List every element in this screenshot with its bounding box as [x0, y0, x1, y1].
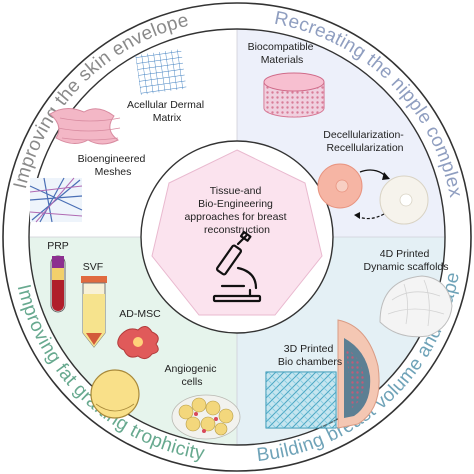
return-arrowhead-icon — [354, 212, 360, 219]
breast-implant-icon — [337, 319, 380, 429]
bioengineered-mesh-icon — [49, 108, 121, 145]
svf-tube-icon — [81, 276, 107, 348]
svf-label: SVF — [83, 261, 103, 273]
ad-msc-nucleus-icon — [133, 337, 143, 347]
angiogenic-cells-label: Angiogenic cells — [165, 363, 220, 388]
prp-tube-icon — [50, 255, 66, 313]
native-nipple-icon — [317, 163, 363, 209]
center-heptagon — [151, 149, 323, 316]
ad-msc-label: AD-MSC — [119, 308, 161, 320]
forward-arrowhead-icon — [382, 172, 390, 180]
adipocyte-icon — [90, 369, 140, 419]
meshes-label: Bioengineered Meshes — [78, 153, 149, 178]
3d-bio-chamber-tint — [266, 372, 336, 428]
4d-scaffold-dome-icon — [379, 275, 453, 338]
3d-chambers-label: 3D Printed Bio chambers — [278, 343, 342, 368]
adm-label: Acellular Dermal Matrix — [127, 99, 207, 124]
prp-label: PRP — [47, 240, 69, 252]
angiogenic-cluster-icon — [171, 394, 241, 440]
adipocyte-rim-icon — [95, 403, 135, 412]
inner-ring — [28, 28, 446, 446]
decellularization-label: Decellularization- Recellularization — [323, 129, 406, 154]
3d-bio-chamber-icon — [265, 371, 337, 429]
4d-scaffolds-label: 4D Printed Dynamic scaffolds — [363, 248, 448, 273]
center-title: Tissue-and Bio-Engineering approaches fo… — [184, 185, 289, 236]
biocompatible-materials-label: Biocompatible Materials — [248, 41, 317, 66]
porous-scaffold-icon — [263, 72, 325, 118]
microscope-icon — [212, 230, 262, 303]
decellularized-nipple-icon — [379, 175, 429, 225]
fiber-network-icon — [29, 177, 83, 223]
acellular-dermal-matrix-mesh-icon — [135, 48, 187, 96]
